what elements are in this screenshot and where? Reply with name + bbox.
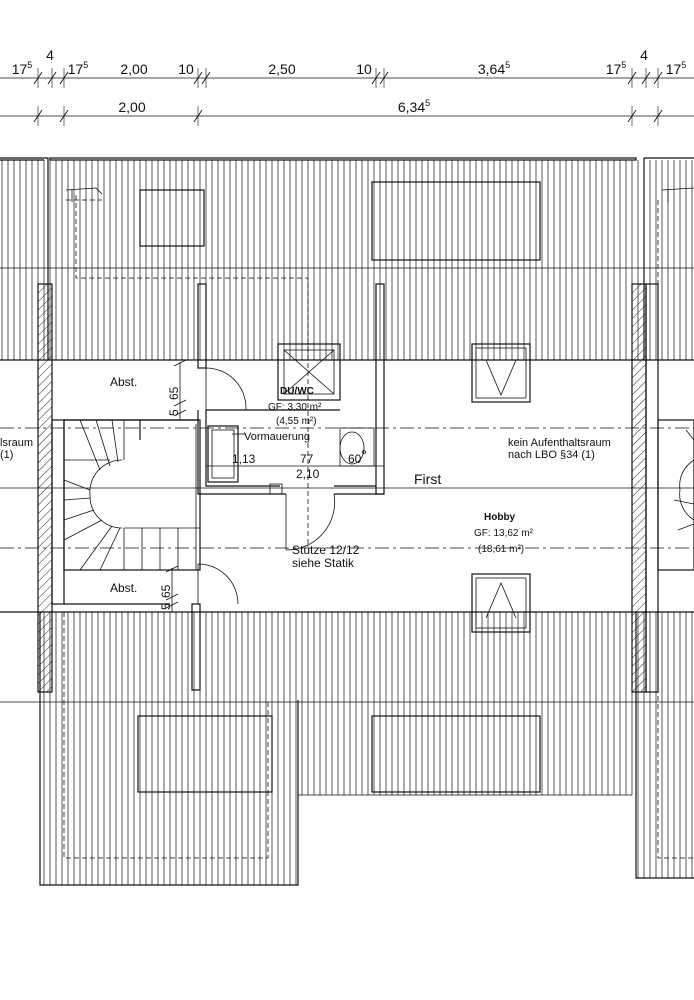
dimension-label: 2,50 — [268, 61, 295, 77]
dimension-label: 10 — [356, 61, 372, 77]
dim-77: 77 — [300, 452, 314, 466]
vertical-dimensions — [165, 359, 384, 612]
roof-tile-hatching — [1, 160, 693, 885]
label-duwc-total: (4,55 m²) — [276, 416, 317, 427]
dimension-row-1: 175 4 175 2,00 10 2,50 10 3,645 175 4 175 — [12, 47, 687, 77]
dim-65-top: 65 — [167, 386, 181, 400]
dimension-label: 4 — [640, 47, 648, 63]
label-vormauerung: Vormauerung — [244, 431, 310, 443]
dimension-row-2: 2,00 6,345 — [118, 98, 430, 115]
label-hobby-gf: GF: 13,62 m² — [474, 528, 534, 539]
roof-window-3 — [137, 715, 273, 793]
label-abst-top: Abst. — [110, 375, 137, 389]
dimension-label: 175 — [68, 60, 89, 77]
ridge-lines — [0, 427, 694, 549]
dimension-label: 6,345 — [398, 98, 430, 115]
label-siehe-statik: siehe Statik — [292, 556, 355, 570]
dimension-label: 2,00 — [120, 61, 147, 77]
label-stuetze: Stütze 12/12 — [292, 543, 360, 557]
right-wall — [631, 283, 647, 693]
shower-fixture — [277, 343, 341, 401]
label-duwc: DU/WC — [280, 386, 314, 397]
room-labels: Abst. Abst. 65 5 65 5 DU/WC GF: 3,30 m² … — [0, 375, 611, 610]
label-hobby-total: (18,61 m²) — [478, 544, 524, 555]
doors — [197, 367, 336, 605]
dimension-label: 3,645 — [478, 60, 510, 77]
label-first: First — [414, 471, 441, 487]
dim-5-top: 5 — [167, 409, 181, 416]
dimension-label: 175 — [606, 60, 627, 77]
label-nach-lbo: nach LBO §34 (1) — [508, 449, 595, 461]
label-hobby: Hobby — [484, 512, 516, 523]
left-wall — [37, 283, 53, 693]
dim-113: 1,13 — [232, 452, 256, 466]
dim-60: 60 — [348, 452, 362, 466]
roof-windows — [137, 181, 541, 793]
label-kein-aufenthaltsraum: kein Aufenthaltsraum — [508, 437, 611, 449]
skylight-lower — [471, 573, 531, 633]
interior-walls — [64, 283, 385, 691]
door-duwc — [285, 493, 336, 551]
label-left-cut-2: (1) — [0, 449, 13, 461]
label-abst-bottom: Abst. — [110, 581, 137, 595]
door-abst-bottom — [197, 563, 239, 605]
label-duwc-gf: GF: 3,30 m² — [268, 402, 322, 413]
roof-window-1 — [139, 189, 205, 247]
dimension-lines — [0, 77, 694, 117]
roof-window-4 — [371, 715, 541, 793]
dim-65-bottom: 65 — [159, 584, 173, 598]
dim-210: 2,10 — [296, 467, 320, 481]
label-left-cut-1: lsraum — [0, 437, 33, 449]
dimension-label: 175 — [12, 60, 33, 77]
dim-5-bottom: 5 — [159, 603, 173, 610]
dimension-label: 175 — [666, 60, 687, 77]
dimension-ticks — [33, 68, 663, 126]
roof-window-2 — [371, 181, 541, 261]
door-abst-top — [205, 367, 247, 410]
right-stair-hint — [657, 419, 694, 571]
dimension-label: 4 — [46, 47, 54, 63]
staircase — [63, 419, 201, 571]
dimension-label: 2,00 — [118, 99, 145, 115]
skylight-upper — [471, 343, 531, 403]
dimension-label: 10 — [178, 61, 194, 77]
